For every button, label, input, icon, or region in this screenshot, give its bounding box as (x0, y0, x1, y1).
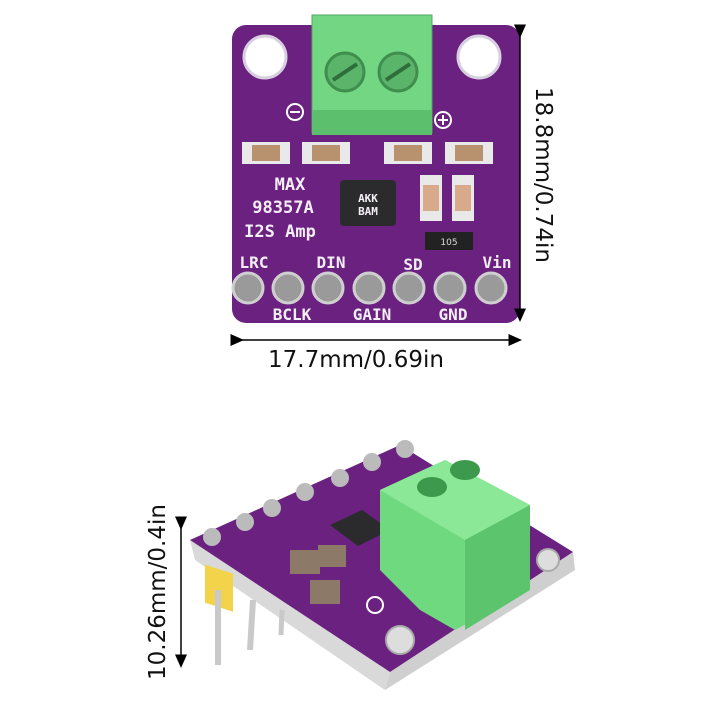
header-pins (231, 271, 508, 305)
plus-symbol (434, 111, 452, 129)
pin-label-sd: SD (403, 255, 422, 274)
amp-chip (340, 180, 396, 226)
pin-label-vin: Vin (483, 253, 512, 272)
chip-marking-2: BAM (358, 205, 378, 218)
chip-marking: AKK (358, 192, 378, 205)
board-title-line1: MAX (275, 175, 306, 195)
pin-label-bclk: BCLK (273, 305, 312, 324)
width-dimension-label: 17.7mm/0.69in (268, 347, 444, 373)
mounting-hole-right (456, 34, 502, 80)
height-dimension-label: 18.8mm/0.74in (530, 87, 556, 263)
pin-label-gain: GAIN (353, 305, 392, 324)
smd-capacitors (242, 142, 493, 221)
terminal-block-angled (380, 460, 530, 630)
pin-label-gnd: GND (439, 305, 468, 324)
resistor (425, 232, 473, 250)
board-title-line3: I2S Amp (244, 222, 316, 242)
minus-symbol (286, 103, 304, 121)
board-title-line2: 98357A (252, 198, 313, 218)
pin-label-lrc: LRC (240, 253, 269, 272)
mounting-hole-left (242, 34, 288, 80)
top-view-board: AKK BAM 105 MAX 98357A I2S Amp LRC DIN S… (231, 14, 520, 324)
angled-view-board (190, 440, 575, 690)
thickness-dimension-label: 10.26mm/0.4in (145, 504, 171, 680)
pin-label-din: DIN (317, 253, 346, 272)
resistor-marking: 105 (440, 238, 457, 248)
terminal-block-top (311, 14, 433, 135)
